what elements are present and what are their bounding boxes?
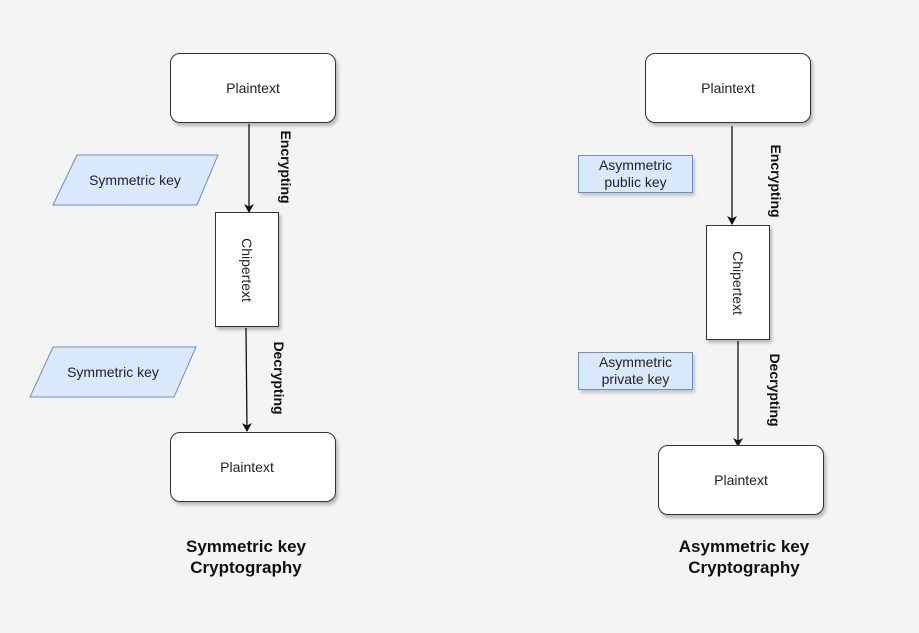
asymmetric-plaintext-top: Plaintext (645, 53, 811, 123)
symmetric-caption-line1: Symmetric key (185, 537, 307, 556)
asymmetric-public-key-line1: Asymmetric (598, 157, 673, 173)
asymmetric-caption-line1: Asymmetric key (678, 537, 810, 556)
asymmetric-caption-line2: Cryptography (688, 558, 800, 577)
symmetric-plaintext-bottom-label: Plaintext (220, 459, 274, 475)
asymmetric-private-key-line2: private key (601, 371, 670, 387)
asymmetric-public-key-line2: public key (604, 174, 667, 190)
asymmetric-private-key: Asymmetric private key (578, 352, 693, 390)
symmetric-plaintext-top: Plaintext (170, 53, 336, 123)
symmetric-caption: Symmetric key Cryptography (156, 536, 336, 578)
symmetric-key-bottom-shape (29, 346, 197, 398)
asymmetric-ciphertext-label: Chipertext (730, 250, 746, 315)
symmetric-ciphertext-label: Chipertext (239, 237, 255, 302)
symmetric-decrypting-label: Decrypting (271, 341, 287, 415)
asymmetric-plaintext-top-label: Plaintext (701, 80, 755, 96)
asymmetric-plaintext-bottom-label: Plaintext (714, 472, 768, 488)
symmetric-key-bottom-label: Symmetric key (67, 364, 159, 380)
symmetric-key-bottom: Symmetric key (38, 347, 188, 397)
asymmetric-decrypting-label: Decrypting (767, 353, 783, 427)
asymmetric-ciphertext-box: Chipertext (706, 225, 770, 340)
asymmetric-private-key-line1: Asymmetric (598, 354, 673, 370)
symmetric-plaintext-top-label: Plaintext (226, 80, 280, 96)
symmetric-decrypt-arrow (241, 327, 252, 432)
asymmetric-plaintext-bottom: Plaintext (658, 445, 824, 515)
asymmetric-public-key: Asymmetric public key (578, 155, 693, 193)
symmetric-key-top-shape (52, 154, 219, 206)
symmetric-key-top-label: Symmetric key (89, 172, 181, 188)
asymmetric-encrypting-label: Encrypting (768, 144, 784, 218)
symmetric-encrypting-label: Encrypting (278, 130, 294, 204)
symmetric-ciphertext-box: Chipertext (215, 212, 279, 327)
symmetric-plaintext-bottom: Plaintext (170, 432, 336, 502)
asymmetric-caption: Asymmetric key Cryptography (649, 536, 839, 578)
symmetric-caption-line2: Cryptography (190, 558, 302, 577)
symmetric-key-top: Symmetric key (60, 155, 210, 205)
